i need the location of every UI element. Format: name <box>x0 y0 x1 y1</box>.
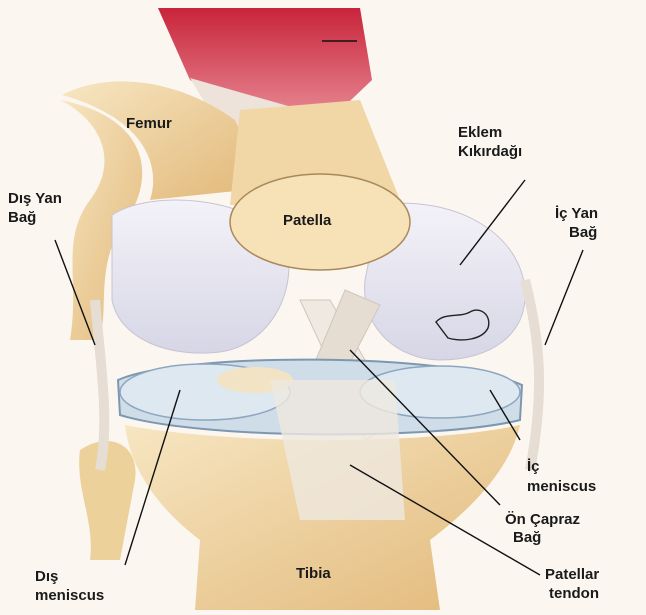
label-dis-meniscus-line2: meniscus <box>35 587 104 605</box>
leader-ic-yan <box>545 250 583 345</box>
label-eklem-line2: Kıkırdağı <box>458 143 522 161</box>
label-eklem-line1: Eklem <box>458 124 502 142</box>
label-patellar-line2: tendon <box>549 585 599 603</box>
label-ic-meniscus-line2: meniscus <box>527 478 596 496</box>
label-ic-yan-line1: İç Yan <box>555 205 598 223</box>
label-dis-yan-line1: Dış Yan <box>8 190 62 208</box>
label-femur: Femur <box>126 115 172 133</box>
label-patellar-line1: Patellar <box>545 566 599 584</box>
medial-collateral-ligament <box>525 280 539 470</box>
label-dis-meniscus-line1: Dış <box>35 568 58 586</box>
label-on-capraz-line1: Ön Çapraz <box>505 511 580 529</box>
fibula-head <box>79 441 135 560</box>
label-tibia: Tibia <box>296 565 331 583</box>
label-ic-meniscus-line1: İç <box>527 458 540 476</box>
label-patella: Patella <box>283 212 331 230</box>
label-on-capraz-line2: Bağ <box>513 529 541 547</box>
label-dis-yan-line2: Bağ <box>8 209 36 227</box>
label-ic-yan-line2: Bağ <box>569 224 597 242</box>
